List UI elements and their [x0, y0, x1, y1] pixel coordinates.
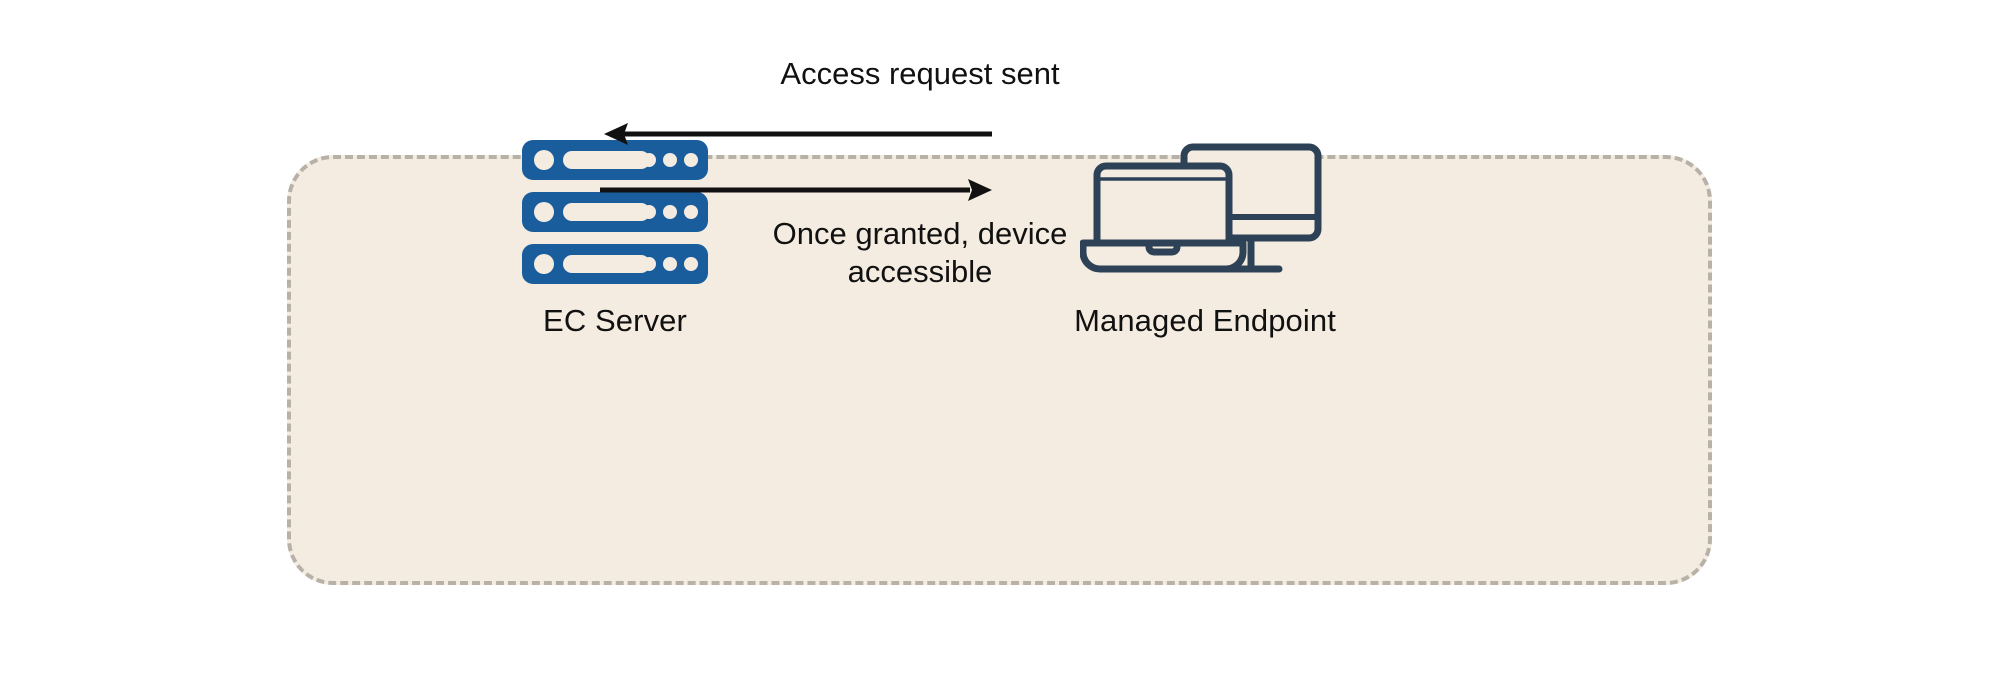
flow-caption-access-request: Access request sent	[780, 56, 1060, 91]
node-label-managed-endpoint: Managed Endpoint	[1074, 303, 1336, 338]
flow-group: Access request sent Once granted, device…	[600, 55, 1240, 355]
node-label-ec-server: EC Server	[543, 303, 687, 338]
flow-caption-device-accessible: Once granted, device accessible	[600, 215, 1240, 291]
server-unit	[522, 192, 708, 232]
flow-caption-line-2: accessible	[847, 254, 993, 289]
server-led-icon	[534, 150, 554, 170]
flow-caption-line-1: Once granted, device	[772, 216, 1068, 251]
laptop-and-monitor-icon	[1079, 135, 1330, 290]
server-indicator-dots	[642, 205, 698, 219]
node-managed-endpoint: Managed Endpoint	[990, 140, 1420, 338]
server-indicator-dots	[642, 153, 698, 167]
arrow-left-to-right	[600, 179, 992, 201]
server-slot	[563, 255, 650, 273]
node-ec-server: EC Server	[400, 140, 830, 338]
laptop-icon	[1079, 162, 1247, 273]
flow-arrows	[600, 107, 1240, 217]
server-stack-icon	[522, 140, 708, 288]
server-slot	[563, 151, 650, 169]
server-indicator-dots	[642, 257, 698, 271]
server-unit	[522, 244, 708, 284]
arrow-right-to-left	[604, 123, 992, 145]
server-unit	[522, 140, 708, 180]
server-slot	[563, 203, 650, 221]
server-led-icon	[534, 254, 554, 274]
server-led-icon	[534, 202, 554, 222]
